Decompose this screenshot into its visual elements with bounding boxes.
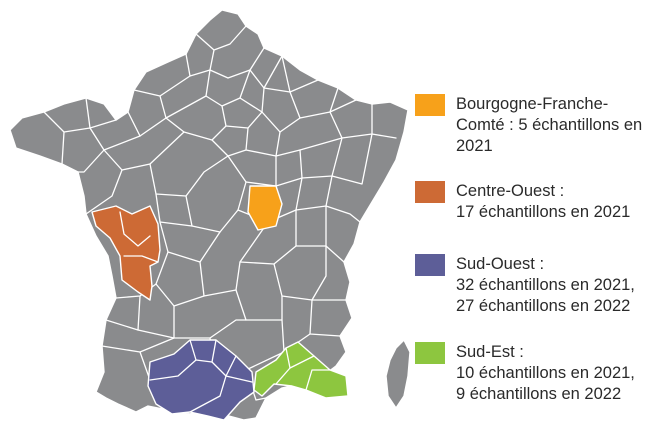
legend-swatch-sud-ouest [415,254,445,276]
legend-swatch-sud-est [415,342,445,364]
legend: Bourgogne-Franche- Comté : 5 échantillon… [415,0,661,435]
legend-line: 10 échantillons en 2021, [456,364,635,382]
legend-line: Comté : 5 échantillons en [456,116,643,134]
corsica [385,339,410,409]
legend-line: 9 échantillons en 2022 [456,385,622,403]
legend-swatch-centre-ouest [415,181,445,203]
region-centre-ouest [91,205,161,301]
legend-line: 2021 [456,137,493,155]
region-sud-ouest [147,339,255,421]
region-sud-est [253,341,349,399]
legend-swatch-bourgogne-franche-comte [415,94,445,116]
legend-line: Bourgogne-Franche- [456,95,609,113]
legend-line: 32 échantillons en 2021, [456,276,635,294]
legend-line: 27 échantillons en 2022 [456,297,631,315]
legend-line: Sud-Est : [456,343,524,361]
legend-label-centre-ouest: Centre-Ouest : 17 échantillons en 2021 [456,181,661,223]
legend-label-sud-ouest: Sud-Ouest : 32 échantillons en 2021, 27 … [456,254,661,317]
legend-line: Sud-Ouest : [456,255,545,273]
legend-label-bourgogne-franche-comte: Bourgogne-Franche- Comté : 5 échantillon… [456,94,661,157]
region-bourgogne-franche-comte [247,185,283,231]
legend-line: 17 échantillons en 2021 [456,203,631,221]
france-departments-map [9,9,410,421]
legend-label-sud-est: Sud-Est : 10 échantillons en 2021, 9 éch… [456,342,661,405]
france-map [9,9,410,421]
legend-line: Centre-Ouest : [456,182,565,200]
highlighted-region-borders [119,211,331,413]
department-borders [43,25,397,415]
